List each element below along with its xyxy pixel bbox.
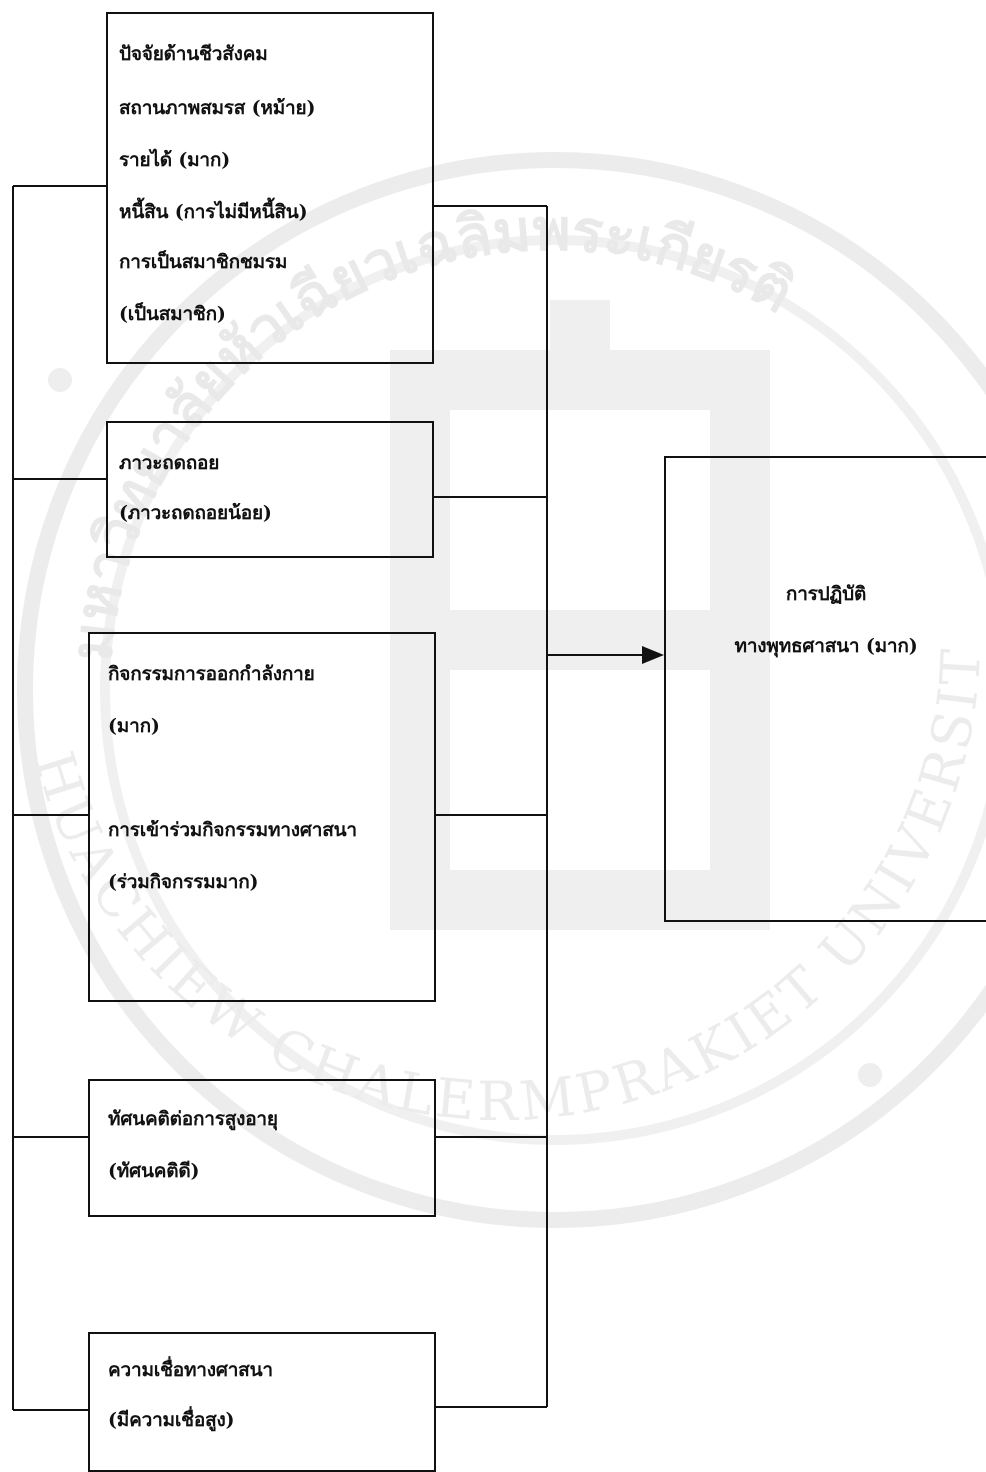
factor-socio-line-5: การเป็นสมาชิกชมรม <box>119 251 288 273</box>
factor-socio-line-4: หนี้สิน (การไม่มีหนี้สิน) <box>119 201 308 223</box>
factor-box-belief: ความเชื่อทางศาสนา (มีความเชื่อสูง) <box>88 1332 436 1472</box>
factor-belief-line-1: ความเชื่อทางศาสนา <box>108 1359 273 1381</box>
factor-box-socio: ปัจจัยด้านชีวสังคม สถานภาพสมรส (หม้าย) ร… <box>106 12 434 364</box>
outcome-box: การปฏิบัติ ทางพุทธศาสนา (มาก) <box>664 456 986 922</box>
factor-socio-line-3: รายได้ (มาก) <box>119 149 230 171</box>
factor-socio-line-1: ปัจจัยด้านชีวสังคม <box>119 43 268 65</box>
outcome-line-2: ทางพุทธศาสนา (มาก) <box>734 635 918 657</box>
factor-belief-line-2: (มีความเชื่อสูง) <box>108 1409 235 1431</box>
factor-socio-line-6: (เป็นสมาชิก) <box>119 303 226 325</box>
factor-box-depression: ภาวะถดถอย (ภาวะถดถอยน้อย) <box>106 421 434 558</box>
factor-socio-line-2: สถานภาพสมรส (หม้าย) <box>119 97 316 119</box>
factor-attitude-line-2: (ทัศนคติดี) <box>108 1160 200 1182</box>
factor-box-activities: กิจกรรมการออกกำลังกาย (มาก) การเข้าร่วมก… <box>88 632 436 1002</box>
factor-box-attitude: ทัศนคติต่อการสูงอายุ (ทัศนคติดี) <box>88 1079 436 1217</box>
factor-depression-line-2: (ภาวะถดถอยน้อย) <box>119 502 272 524</box>
arrow-head <box>642 646 664 664</box>
factor-depression-line-1: ภาวะถดถอย <box>119 452 220 474</box>
factor-activities-line-2: (มาก) <box>108 715 160 737</box>
factor-activities-line-4: การเข้าร่วมกิจกรรมทางศาสนา <box>108 819 357 841</box>
factor-attitude-line-1: ทัศนคติต่อการสูงอายุ <box>108 1108 278 1130</box>
factor-activities-line-1: กิจกรรมการออกกำลังกาย <box>108 663 315 685</box>
factor-activities-line-5: (ร่วมกิจกรรมมาก) <box>108 871 259 893</box>
outcome-line-1: การปฏิบัติ <box>785 583 867 605</box>
